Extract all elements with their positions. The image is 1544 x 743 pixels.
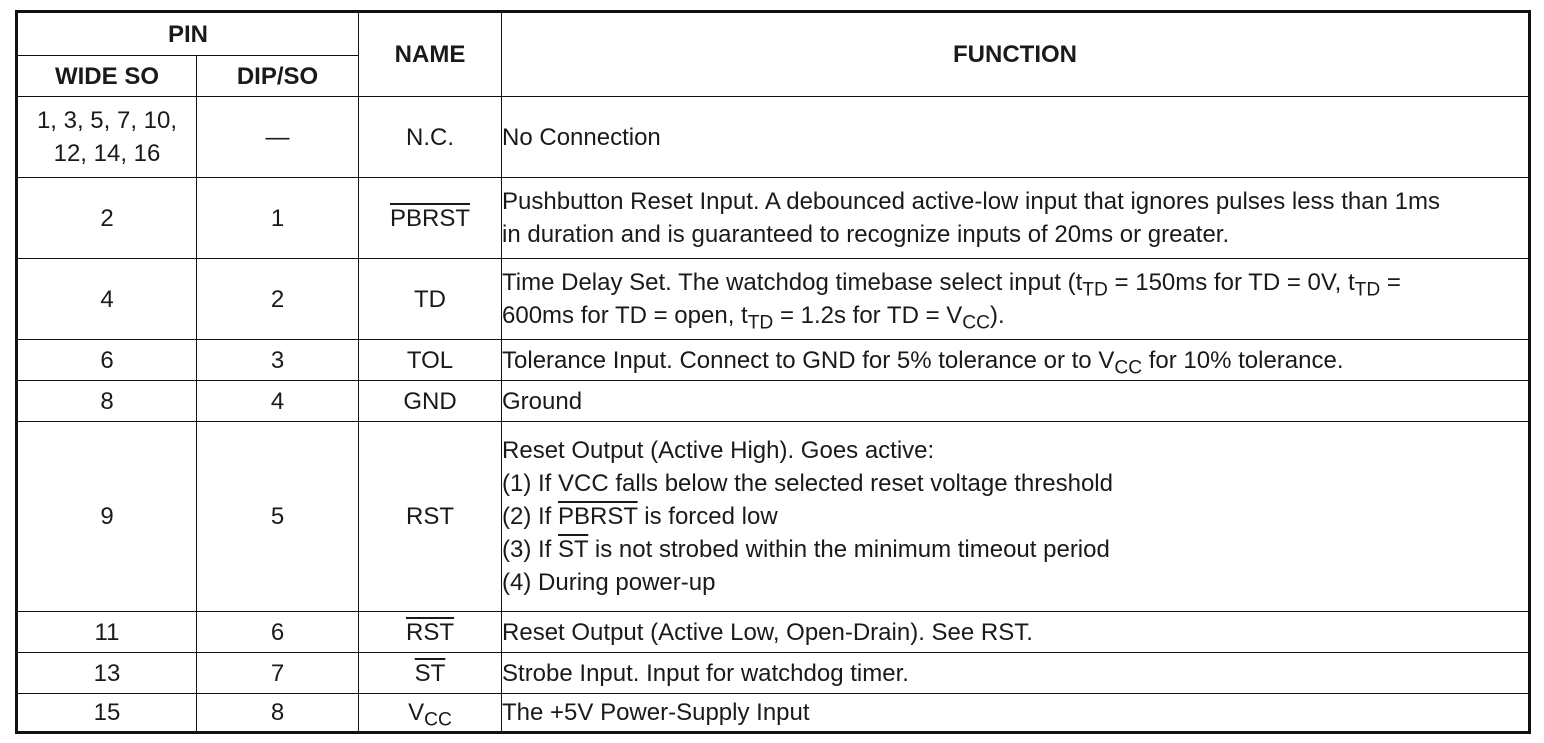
function-cell: No Connection [501, 96, 1530, 178]
name-cell: PBRST [358, 177, 503, 259]
table-row: 2 1 PBRST Pushbutton Reset Input. A debo… [16, 177, 1530, 259]
wide-so-cell: 9 [16, 421, 197, 612]
name-cell: GND [358, 380, 503, 422]
name-cell: N.C. [358, 96, 503, 178]
function-cell: Pushbutton Reset Input. A debounced acti… [501, 177, 1530, 259]
function-cell: Ground [501, 380, 1530, 422]
header-function: FUNCTION [501, 11, 1530, 97]
function-cell: Reset Output (Active High). Goes active:… [501, 421, 1530, 612]
name-cell: ST [358, 652, 503, 694]
name-cell: RST [358, 611, 503, 653]
table-row: 9 5 RST Reset Output (Active High). Goes… [16, 421, 1530, 612]
table-row: 4 2 TD Time Delay Set. The watchdog time… [16, 258, 1530, 340]
dip-so-cell: 1 [195, 177, 360, 259]
name-cell: RST [358, 421, 503, 612]
function-cell: Tolerance Input. Connect to GND for 5% t… [501, 339, 1530, 381]
wide-so-cell: 8 [16, 380, 197, 422]
name-cell: VCC [358, 693, 503, 733]
active-low-name: PBRST [390, 204, 471, 232]
table-row: 11 6 RST Reset Output (Active Low, Open-… [16, 611, 1530, 653]
function-cell: Strobe Input. Input for watchdog timer. [501, 652, 1530, 694]
active-low-name: RST [406, 618, 455, 646]
function-cell: Reset Output (Active Low, Open-Drain). S… [501, 611, 1530, 653]
name-cell: TD [358, 258, 503, 340]
function-cell: Time Delay Set. The watchdog timebase se… [501, 258, 1530, 340]
dip-so-cell: 2 [195, 258, 360, 340]
table-row: 13 7 ST Strobe Input. Input for watchdog… [16, 652, 1530, 694]
active-low-name: ST [414, 659, 446, 687]
pin-description-table: PIN NAME FUNCTION WIDE SO DIP/SO 1, 3, 5… [15, 10, 1531, 734]
wide-so-cell: 15 [16, 693, 197, 733]
table-row: 6 3 TOL Tolerance Input. Connect to GND … [16, 339, 1530, 381]
function-cell: The +5V Power-Supply Input [501, 693, 1530, 733]
wide-so-cell: 6 [16, 339, 197, 381]
wide-so-cell: 13 [16, 652, 197, 694]
dip-so-cell: 3 [195, 339, 360, 381]
header-wide-so: WIDE SO [16, 55, 197, 97]
wide-so-cell: 11 [16, 611, 197, 653]
table-row: 15 8 VCC The +5V Power-Supply Input [16, 693, 1530, 733]
dip-so-cell: 4 [195, 380, 360, 422]
dip-so-cell: 5 [195, 421, 360, 612]
table-row: 8 4 GND Ground [16, 380, 1530, 422]
dip-so-cell: 8 [195, 693, 360, 733]
header-dip-so: DIP/SO [195, 55, 360, 97]
header-name: NAME [358, 11, 503, 97]
dip-so-cell: — [195, 96, 360, 178]
header-pin: PIN [15, 11, 360, 56]
dip-so-cell: 7 [195, 652, 360, 694]
table-row: 1, 3, 5, 7, 10, 12, 14, 16 — N.C. No Con… [16, 96, 1530, 178]
wide-so-cell: 1, 3, 5, 7, 10, 12, 14, 16 [16, 96, 197, 178]
wide-so-cell: 4 [16, 258, 197, 340]
dip-so-cell: 6 [195, 611, 360, 653]
name-cell: TOL [358, 339, 503, 381]
wide-so-cell: 2 [16, 177, 197, 259]
